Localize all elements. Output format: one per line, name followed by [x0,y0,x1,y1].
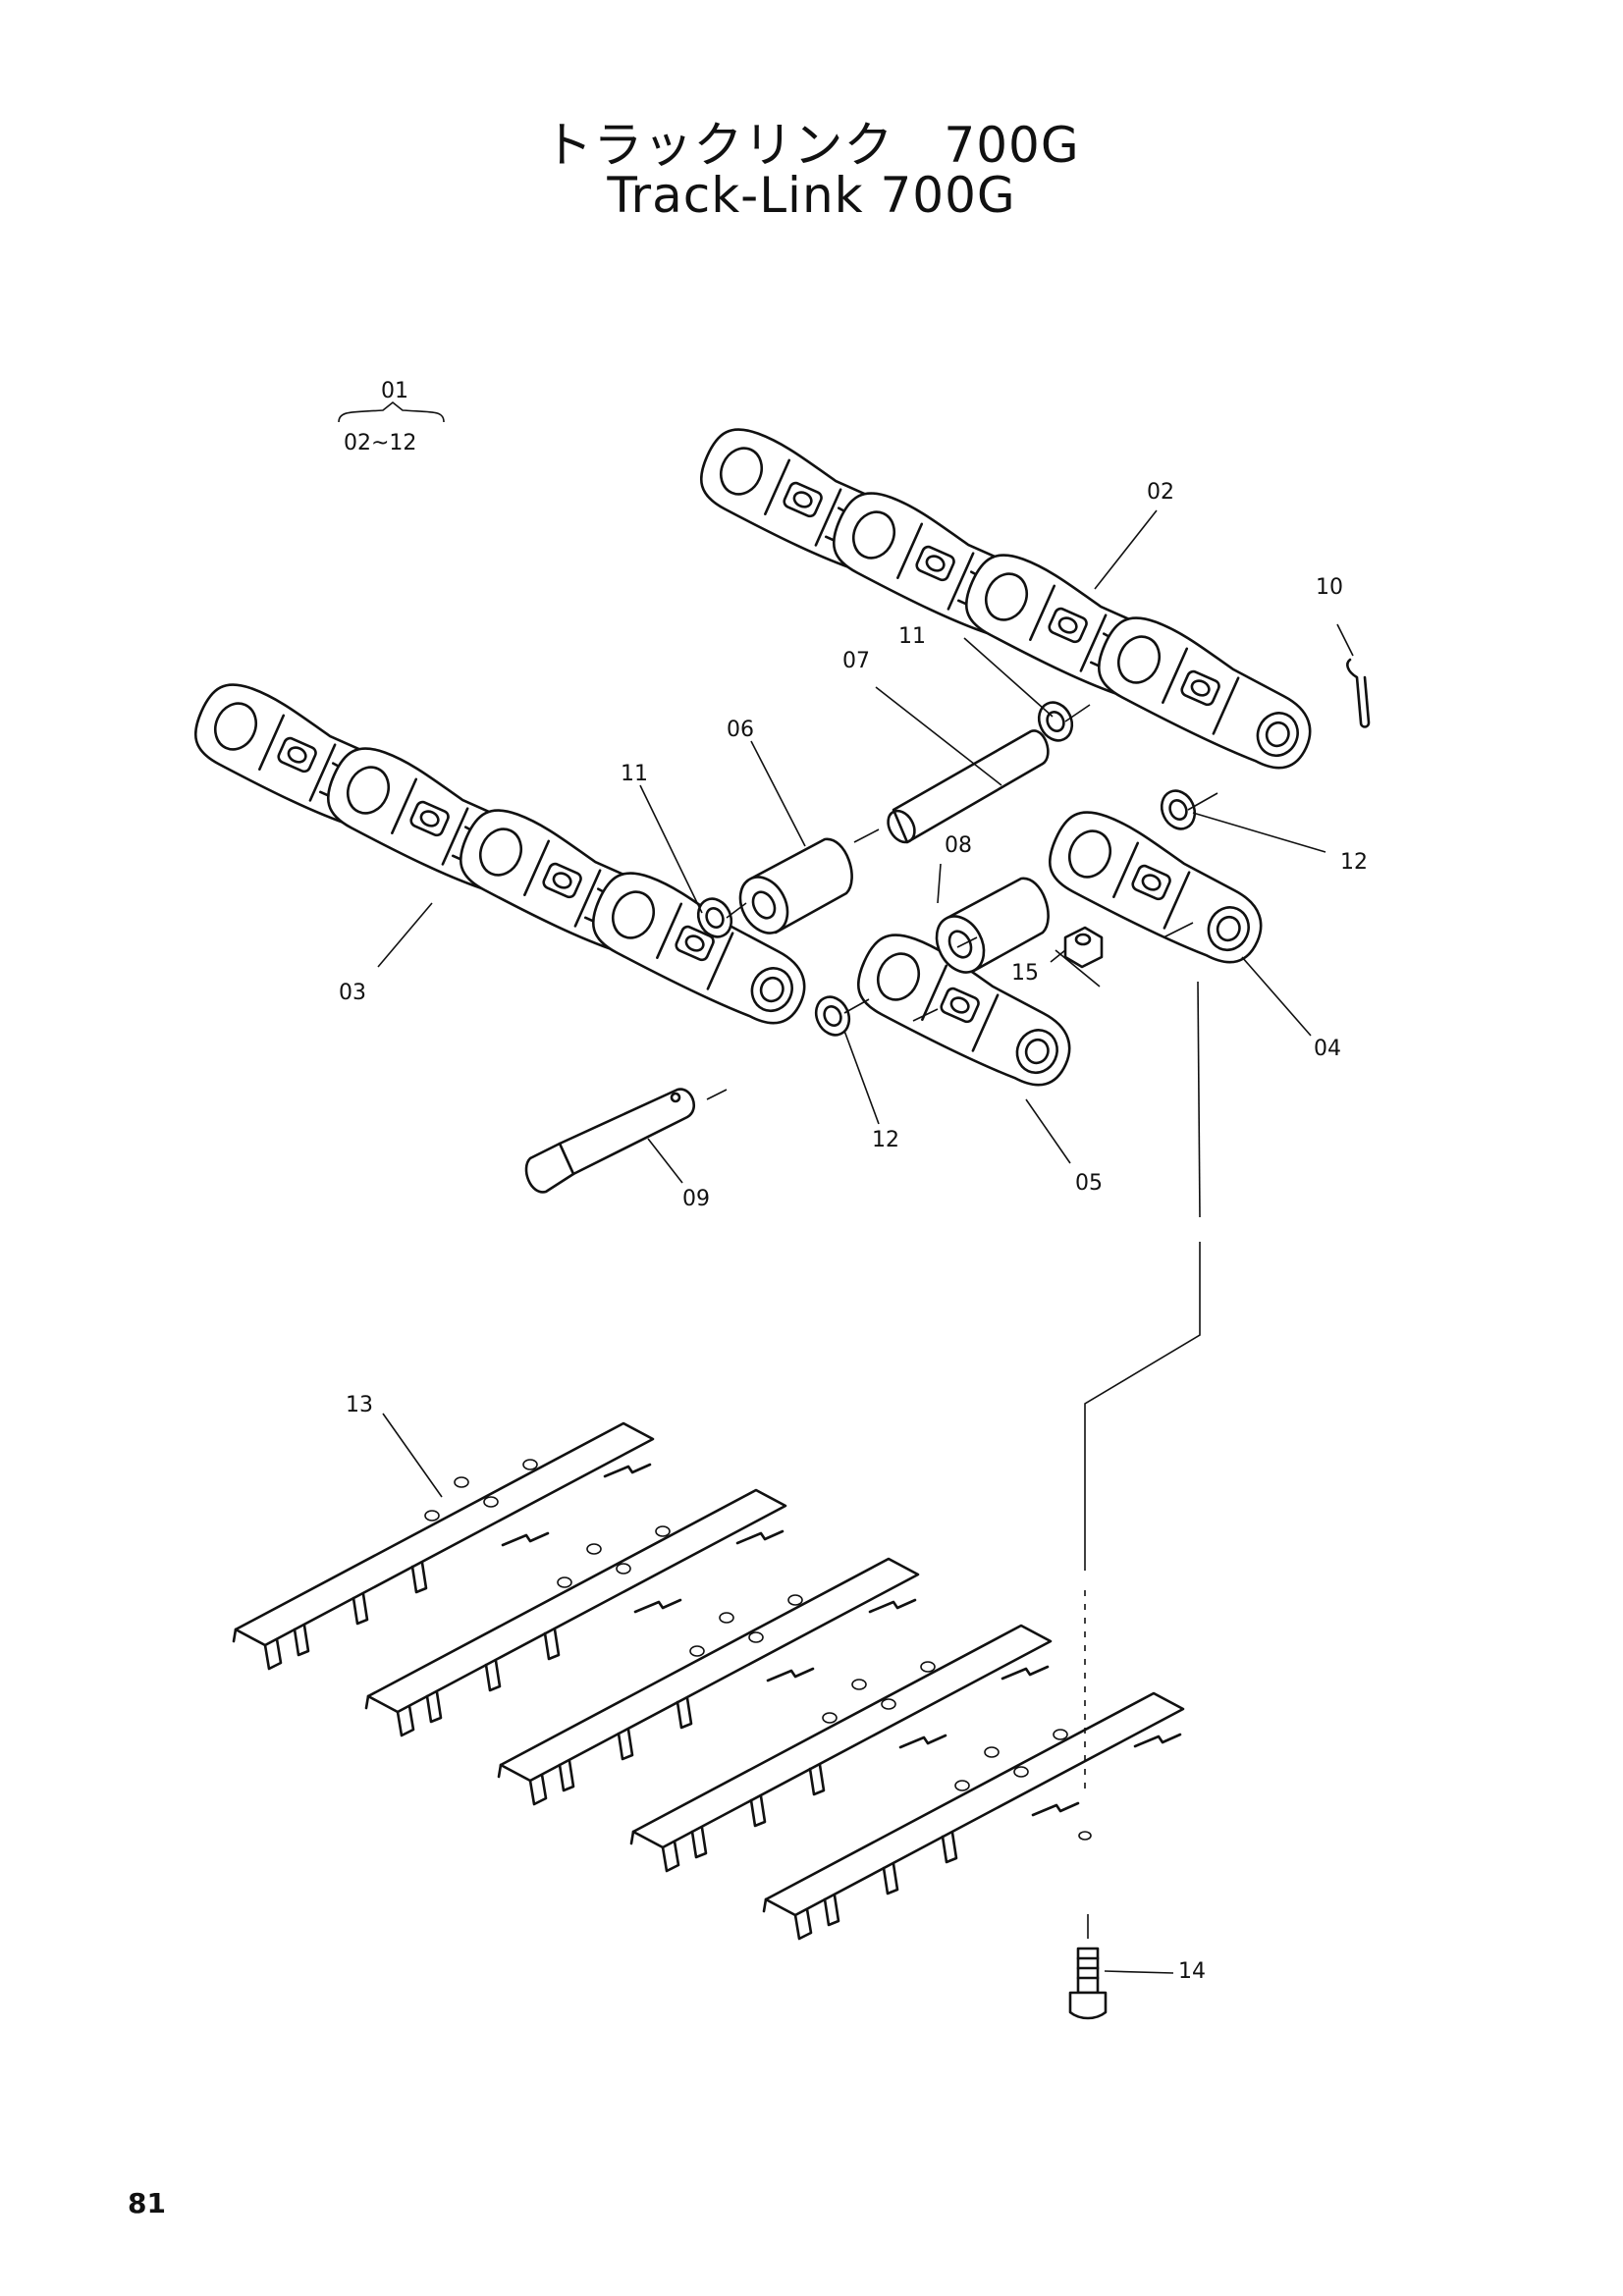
callout-07: 07 [842,649,870,673]
callout-15: 15 [1011,961,1039,986]
bushing-06 [738,837,853,934]
callout-05: 05 [1075,1171,1103,1196]
callout-11-upper: 11 [898,624,926,649]
washer-12-right [1160,789,1197,830]
callout-01-range: 02~12 [344,431,416,455]
master-pin-09 [524,1088,695,1194]
callout-12-center: 12 [872,1128,899,1152]
callout-06: 06 [727,718,754,742]
title-japanese: トラックリンク 700G [543,117,1080,174]
page-number: 81 [128,2187,166,2219]
callout-11-lower: 11 [621,762,648,786]
track-shoe-13 [232,1421,1185,1941]
cotter-pin-10 [1346,658,1371,728]
assembly-guide-lines [706,704,1218,1939]
leader-lines [377,509,1354,1974]
callout-12-right: 12 [1340,850,1368,875]
callout-14: 14 [1178,1959,1206,1984]
pin-07 [887,729,1050,844]
callout-02: 02 [1147,480,1174,505]
link-assembly-02 [687,416,1329,780]
callout-13: 13 [346,1393,373,1417]
callout-10: 10 [1316,575,1343,600]
washer-12-center [814,995,851,1037]
callout-01: 01 [381,379,408,403]
washer-11-lower [696,897,733,938]
callout-labels: 01 02~12 02 03 04 05 06 07 08 09 10 11 1… [338,379,1368,1984]
bolt-14 [1068,1947,1108,2020]
bushing-08 [935,877,1050,974]
title-english: Track-Link 700G [607,167,1016,224]
callout-03: 03 [339,981,366,1005]
callout-04: 04 [1314,1037,1341,1061]
nut-15 [1063,926,1104,969]
callout-09: 09 [682,1187,710,1211]
callout-01-brace [338,400,445,423]
callout-08: 08 [945,833,972,858]
